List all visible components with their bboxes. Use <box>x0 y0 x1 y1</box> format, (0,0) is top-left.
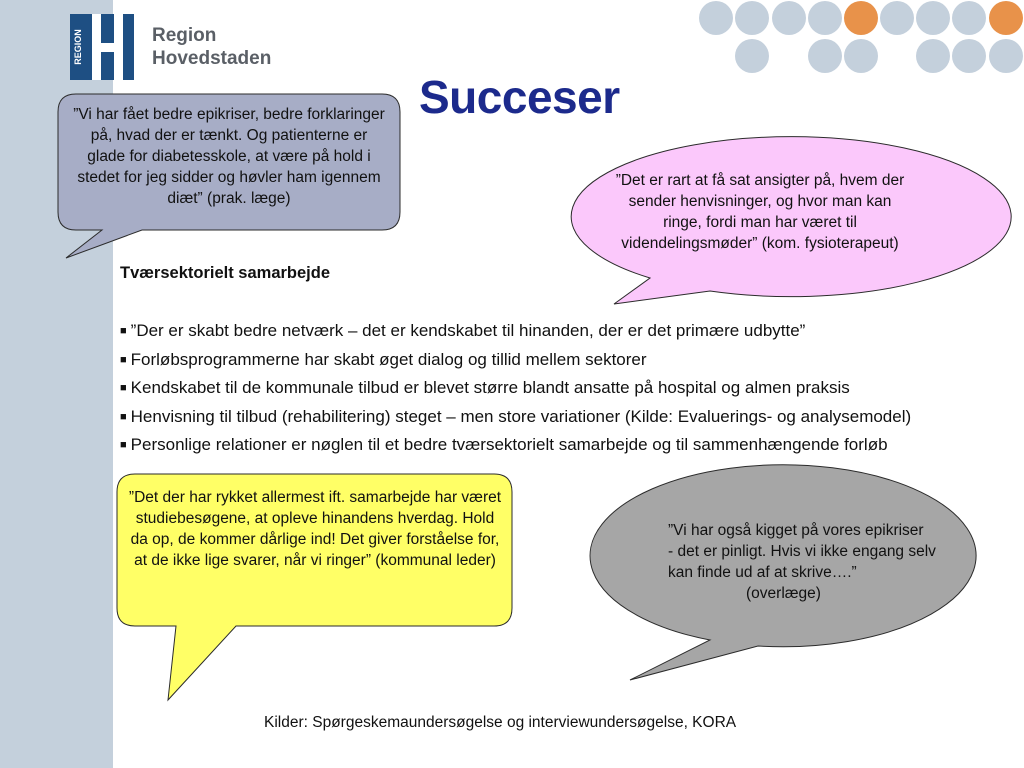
logo-wordmark: Region Hovedstaden <box>152 24 271 70</box>
bullet-item: ■Henvisning til tilbud (rehabilitering) … <box>120 404 1015 433</box>
bullet-item: ■Kendskabet til de kommunale tilbud er b… <box>120 375 1015 404</box>
bullet-text: Personlige relationer er nøglen til et b… <box>130 435 888 454</box>
decor-dot <box>952 1 986 35</box>
quote-bottom-right-line: - det er pinligt. Hvis vi ikke engang se… <box>668 543 936 560</box>
speech-bubble-bottom-left <box>116 473 513 702</box>
decor-dot <box>772 1 806 35</box>
bullet-marker-icon: ■ <box>120 382 127 394</box>
bullet-text: Henvisning til tilbud (rehabilitering) s… <box>130 406 912 426</box>
decor-dot <box>952 39 986 73</box>
speech-bubble-top-right <box>570 136 1012 305</box>
decor-dot <box>844 39 878 73</box>
quote-top-right-text: ”Det er rart at få sat ansigter på, hvem… <box>615 172 905 252</box>
bullet-item: ■”Der er skabt bedre netværk – det er ke… <box>120 318 1015 347</box>
dot-row-bottom <box>735 39 1023 73</box>
quote-bottom-right-line: ”Vi har også kigget på vores epikriser <box>668 522 924 539</box>
quote-bottom-right-line: kan finde ud af at skrive….” <box>668 564 857 581</box>
decor-dot-orange <box>844 1 878 35</box>
quote-bottom-right-line: (overlæge) <box>746 585 821 602</box>
bullet-marker-icon: ■ <box>120 325 127 337</box>
decorative-dot-pattern <box>699 1 1023 73</box>
bullet-marker-icon: ■ <box>120 410 127 423</box>
bullet-text: Kendskabet til de kommunale tilbud er bl… <box>130 378 850 397</box>
bullet-marker-icon: ■ <box>120 353 127 366</box>
region-h-logo-icon: REGION <box>70 14 134 80</box>
logo-name-line2: Hovedstaden <box>152 48 272 69</box>
dot-row-top <box>699 1 1023 35</box>
region-hovedstaden-logo: REGION Region Hovedstaden <box>70 14 290 80</box>
decor-dot <box>916 39 950 73</box>
decor-dot <box>880 1 914 35</box>
quote-bottom-right-text: ”Vi har også kigget på vores epikriser -… <box>668 520 968 604</box>
decor-dot <box>989 39 1023 73</box>
slide-title: Succeser <box>419 71 620 123</box>
sources-footnote: Kilder: Spørgeskemaundersøgelse og inter… <box>264 714 737 731</box>
bullet-item: ■Personlige relationer er nøglen til et … <box>120 432 1015 461</box>
decor-dot <box>735 1 769 35</box>
decor-dot <box>699 1 733 35</box>
quote-bottom-left-text: ”Det der har rykket allermest ift. samar… <box>128 489 502 569</box>
bullet-list: ■”Der er skabt bedre netværk – det er ke… <box>120 318 1015 461</box>
section-heading: Tværsektorielt samarbejde <box>120 264 331 282</box>
bullet-item: ■Forløbsprogrammerne har skabt øget dial… <box>120 347 1015 376</box>
decor-dot <box>735 39 769 73</box>
decor-dot-orange <box>989 1 1023 35</box>
logo-name-line1: Region <box>152 25 217 46</box>
decor-dot <box>808 39 842 73</box>
decor-dot <box>916 1 950 35</box>
bullet-text: ”Der er skabt bedre netværk – det er ken… <box>130 321 806 340</box>
logo-mark-text: REGION <box>73 29 83 65</box>
bullet-text: Forløbsprogrammerne har skabt øget dialo… <box>130 349 647 369</box>
speech-bubble-top-left <box>57 93 401 259</box>
decor-dot <box>808 1 842 35</box>
speech-bubble-bottom-right <box>589 464 977 681</box>
quote-top-left-text: ”Vi har fået bedre epikriser, bedre fork… <box>73 106 385 207</box>
bullet-marker-icon: ■ <box>120 439 127 451</box>
